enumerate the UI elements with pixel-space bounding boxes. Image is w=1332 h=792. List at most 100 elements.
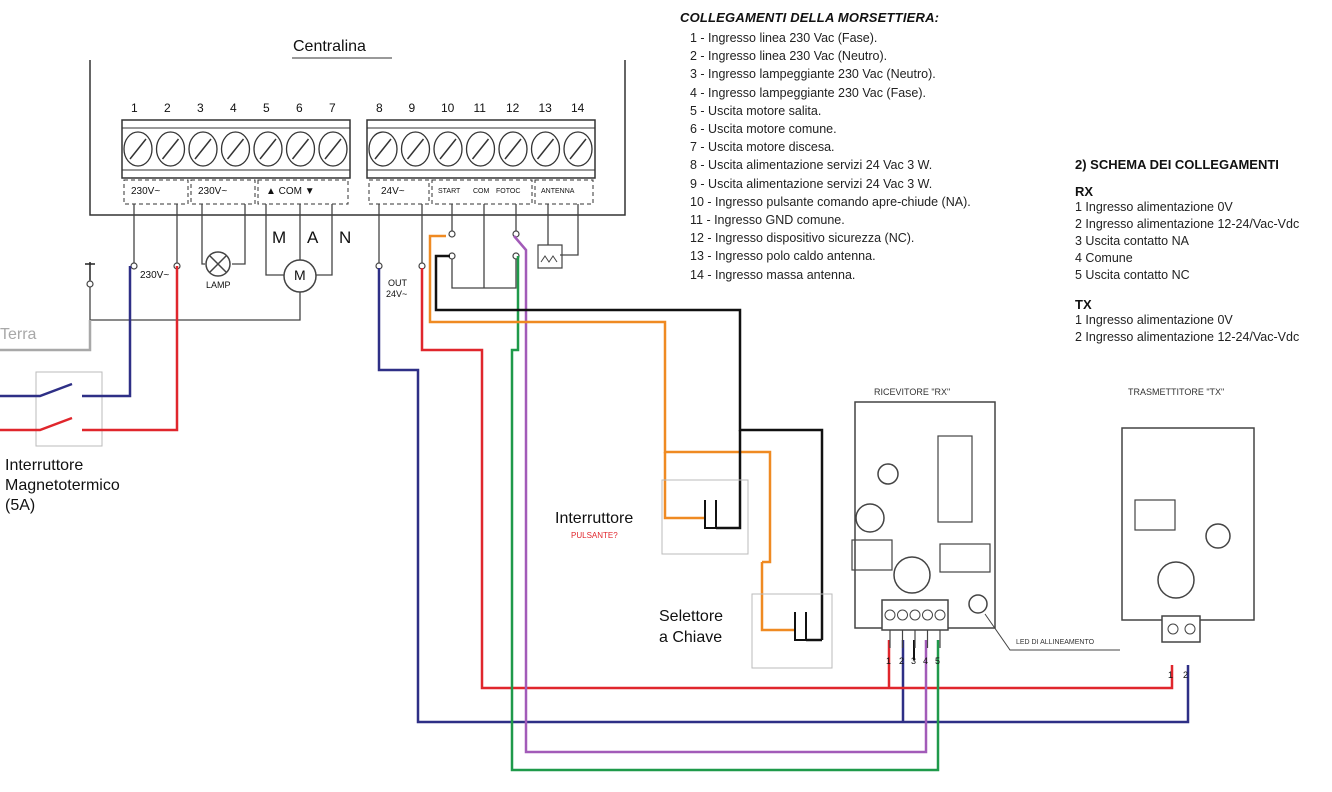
rx-pin-2: 2	[899, 656, 905, 666]
rx-terminal-screw	[884, 609, 896, 621]
earth-symbol	[85, 262, 95, 280]
group-label-230v-1: 230V~	[131, 186, 161, 197]
terminal-number: 5	[263, 101, 270, 115]
terminal-number: 10	[441, 101, 455, 115]
terminal-number: 14	[571, 101, 585, 115]
key-selector-label-1: Selettore	[659, 608, 724, 625]
rx-terminal-screw	[897, 609, 908, 621]
terminal-legend-title: COLLEGAMENTI DELLA MORSETTIERA:	[680, 10, 940, 25]
rx-terminal-screw	[934, 609, 946, 621]
control-unit-enclosure	[89, 60, 626, 216]
wire-blue	[377, 268, 1190, 724]
rx-terminal-screw	[922, 609, 933, 621]
rx-pin-5: 5	[935, 656, 941, 666]
rx-item: 2 Ingresso alimentazione 12-24/Vac-Vdc	[1075, 217, 1300, 231]
tx-item: 2 Ingresso alimentazione 12-24/Vac-Vdc	[1075, 330, 1300, 344]
terminal-screw-slot	[536, 138, 555, 160]
wire-red	[420, 268, 1174, 690]
rx-heading: RX	[1075, 184, 1094, 199]
group-box-start	[431, 179, 533, 205]
wire-purple	[513, 235, 928, 754]
out-label-1: OUT	[388, 278, 407, 288]
terminal-legend-item: 12 - Ingresso dispositivo sicurezza (NC)…	[690, 231, 915, 246]
lamp-symbol	[205, 251, 231, 277]
terminal-screw-slot	[439, 138, 457, 160]
rx-item: 4 Comune	[1075, 251, 1133, 265]
terminal-legend-item: 11 - Ingresso GND comune.	[690, 213, 845, 228]
group-label-motor: ▲ COM ▼	[266, 186, 315, 197]
terminal-screw-slot	[129, 138, 147, 160]
schema-title: 2) SCHEMA DEI COLLEGAMENTI	[1075, 157, 1279, 172]
wire-orange	[428, 234, 772, 564]
terminal-legend-item: 5 - Uscita motore salita.	[690, 103, 822, 118]
receiver-label: RICEVITORE "RX"	[874, 387, 951, 397]
breaker-box	[35, 371, 103, 447]
control-unit-title: Centralina	[293, 38, 366, 55]
breaker-label-2: Magnetotermico	[5, 477, 120, 494]
receiver-board	[851, 401, 996, 631]
group-label-fotoc: FOTOC	[496, 188, 521, 195]
terminal-legend-item: 6 - Uscita motore comune.	[690, 122, 837, 137]
earth-wire	[0, 320, 92, 352]
terminal-legend-item: 14 - Ingresso massa antenna.	[690, 267, 856, 282]
terminal-number: 4	[230, 101, 237, 115]
button-note: PULSANTE?	[571, 531, 618, 540]
rx-item: 5 Uscita contatto NC	[1075, 268, 1190, 282]
tx-item: 1 Ingresso alimentazione 0V	[1075, 313, 1233, 327]
terminal-number: 12	[506, 101, 520, 115]
rx-item: 1 Ingresso alimentazione 0V	[1075, 200, 1233, 214]
terminal-legend-item: 1 - Ingresso linea 230 Vac (Fase).	[690, 31, 878, 45]
terminal-screw-slot	[374, 138, 392, 160]
group-label-antenna: ANTENNA	[541, 188, 575, 195]
terminal-number: 8	[376, 101, 383, 115]
man-label-m: M	[272, 228, 287, 247]
button-box	[661, 479, 749, 555]
terminal-legend-item: 2 - Ingresso linea 230 Vac (Neutro).	[690, 49, 888, 64]
terminal-screw-slot	[324, 138, 342, 160]
terminal-number: 7	[329, 101, 336, 115]
tx-pin-1: 1	[1168, 670, 1174, 680]
lamp-label: LAMP	[206, 280, 231, 290]
terminal-screw-slot	[194, 138, 212, 160]
group-label-24v: 24V~	[381, 186, 405, 197]
terminal-legend-item: 4 - Ingresso lampeggiante 230 Vac (Fase)…	[690, 85, 927, 100]
terminal-screw-slot	[291, 138, 310, 160]
terminal-screw-slot	[259, 138, 277, 160]
group-box-230v-1	[123, 179, 189, 205]
rx-pin-1: 1	[886, 656, 892, 666]
tx-heading: TX	[1075, 297, 1092, 312]
terminal-screw-slot	[569, 138, 587, 160]
terminal-legend-item: 9 - Uscita alimentazione servizi 24 Vac …	[690, 176, 933, 191]
tx-items: 1 Ingresso alimentazione 0V 2 Ingresso al…	[1075, 312, 1299, 346]
led-callout-line	[984, 613, 1120, 651]
terminal-legend-item: 13 - Ingresso polo caldo antenna.	[690, 249, 876, 264]
terminal-number: 3	[197, 101, 204, 115]
motor-label: M	[294, 267, 306, 283]
terminal-number: 11	[473, 101, 486, 115]
terminal-number: 6	[296, 101, 303, 115]
terminal-number: 2	[164, 101, 171, 115]
wire-green	[510, 256, 940, 772]
rx-pin-3: 3	[911, 656, 917, 666]
terminal-legend-item: 7 - Uscita motore discesa.	[690, 140, 835, 155]
button-label: Interruttore	[555, 510, 634, 527]
terminal-legend: COLLEGAMENTI DELLA MORSETTIERA: 1 - Ingr…	[680, 10, 971, 284]
key-selector-label-2: a Chiave	[659, 629, 723, 646]
terminal-screw-slot	[504, 138, 522, 160]
breaker-label-3: (5A)	[5, 497, 36, 514]
connection-schema: 2) SCHEMA DEI COLLEGAMENTI RX 1 Ingresso…	[1075, 157, 1299, 346]
terminal-number: 9	[408, 101, 416, 115]
group-box-antenna	[534, 179, 594, 205]
terminal-legend-list: 1 - Ingresso linea 230 Vac (Fase). 2 - In…	[690, 29, 971, 284]
terminal-screw-slot	[406, 138, 425, 160]
terminal-230v-label: 230V~	[140, 270, 170, 281]
group-label-start: START	[438, 188, 461, 195]
terminal-screw-slot	[471, 138, 490, 160]
transmitter-board	[1121, 427, 1255, 643]
terminal-legend-item: 10 - Ingresso pulsante comando apre-chiu…	[690, 194, 971, 209]
terminal-legend-item: 3 - Ingresso lampeggiante 230 Vac (Neutr…	[690, 67, 936, 82]
transmitter-label: TRASMETTITORE "TX"	[1128, 387, 1225, 397]
antenna-resistor-symbol	[537, 244, 563, 269]
